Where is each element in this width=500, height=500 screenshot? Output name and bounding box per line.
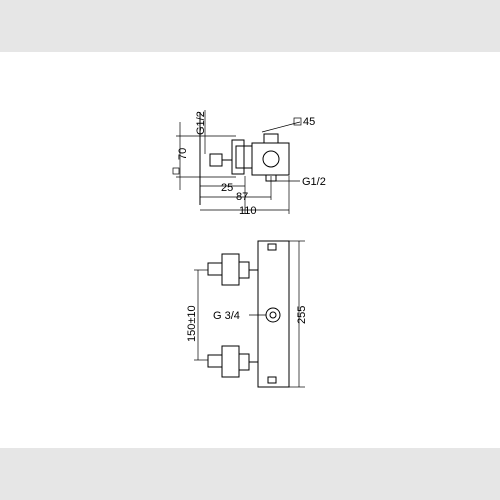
g12-right-label: G1/2 [302,176,326,188]
square-symbol-45 [293,117,302,126]
front-lower-stub [207,354,223,368]
front-view: 150±10 G 3/4 255 [186,240,308,388]
dim255-label: 255 [296,306,308,324]
top-cap-rect [263,133,279,144]
drawing-area [0,52,500,448]
front-outlet-outer [265,307,281,323]
top-body-main [251,142,290,176]
front-upper-stub [207,262,223,276]
top-inlet-stub [209,153,223,167]
dim87-label: 87 [236,191,248,203]
dim110-label: 110 [239,205,257,217]
front-outlet-inner [269,311,277,319]
dim70-label: 70 [177,148,189,160]
front-lower-collar [238,353,250,371]
front-top-square [267,243,277,251]
square45-label: 45 [303,116,315,128]
dim150-label: 150±10 [186,305,198,342]
top-view: 70 G1/2 45 G1/2 25 87 110 [172,110,326,217]
g34-label: G 3/4 [213,310,240,322]
top-outlet-circle [262,150,280,168]
front-body [257,240,290,388]
front-bottom-square [267,376,277,384]
g12-left-label: G1/2 [195,111,207,135]
dim25-label: 25 [221,182,233,194]
top-body-left [231,139,245,175]
front-upper-collar [238,261,250,279]
square-symbol-70 [172,167,180,175]
top-margin-band [0,0,500,52]
front-lower-nut [221,345,240,378]
bottom-margin-band [0,448,500,500]
front-upper-nut [221,253,240,286]
